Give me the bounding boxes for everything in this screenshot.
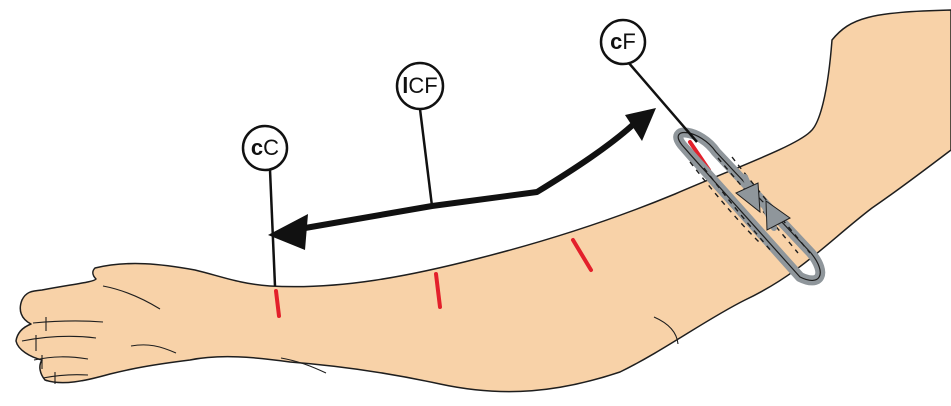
ring-dash-line-1 — [689, 161, 761, 244]
cf-leader-line — [627, 61, 698, 143]
cf-label-prefix: c — [610, 29, 622, 54]
finger-line-4 — [42, 374, 89, 379]
ring-inner-edge — [677, 132, 821, 282]
cf-label: cF — [610, 29, 636, 54]
cc-leader-line — [268, 169, 277, 287]
finger-line-3 — [33, 356, 89, 361]
wrist-marker — [274, 289, 281, 318]
ring-dash-line-3 — [703, 167, 773, 253]
circumference-band — [673, 127, 826, 286]
ring-arrowhead-up-icon — [765, 200, 791, 231]
left-arrowhead-icon — [268, 214, 308, 250]
cc-label-suffix: C — [263, 135, 279, 160]
cc-callout: cC — [241, 124, 289, 172]
cf-label-suffix: F — [622, 29, 635, 54]
icf-label-suffix: CF — [408, 73, 437, 98]
cf-callout: cF — [599, 18, 647, 66]
palm-crease — [130, 344, 177, 354]
icf-circle — [395, 61, 445, 111]
arm-shape — [15, 9, 951, 393]
icf-leader-line — [418, 108, 434, 207]
thumb-line — [102, 285, 161, 310]
finger-line-2 — [21, 335, 97, 342]
cc-label: cC — [251, 135, 279, 160]
icf-label: lCF — [402, 73, 437, 98]
mid-forearm-marker — [434, 272, 442, 309]
ring-arrowhead-down-icon — [735, 182, 761, 214]
right-arrowhead-icon — [625, 108, 656, 141]
cc-label-prefix: c — [251, 135, 263, 160]
cc-circle — [241, 124, 289, 172]
elbow-crease — [653, 316, 679, 345]
icf-label-prefix: l — [402, 73, 408, 98]
icf-callout: lCF — [395, 61, 445, 111]
upper-forearm-marker — [571, 238, 593, 272]
length-arrow-line — [279, 119, 639, 235]
cf-circle — [599, 18, 647, 66]
forearm-skin-fold — [280, 357, 327, 374]
finger-line-1 — [32, 320, 104, 324]
